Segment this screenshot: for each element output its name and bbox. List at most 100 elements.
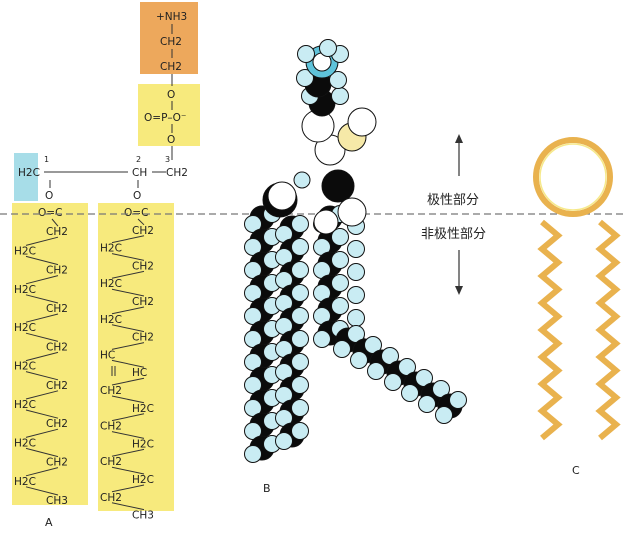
chain2-bond [111,324,145,333]
hydrogen-atom [291,353,309,371]
polar-label: 极性部分 [427,193,479,208]
hydrogen-atom [313,330,331,348]
chain2-unit: CH2 [100,456,122,468]
chain1-unit: H2C [14,322,36,334]
hydrogen-atom [293,171,311,189]
chain2-bond [111,466,145,475]
chain1-unit: H2C [14,245,36,257]
chain2-unit: HC [100,349,115,361]
glycerol-o2: O [133,190,141,202]
oxygen-atom [267,181,297,211]
hydrogen-atom [331,228,349,246]
chain2-bond [111,270,145,279]
hydrogen-atom [296,69,314,87]
chain2-unit: CH2 [100,385,122,397]
ammonium-text: +NH3 [156,11,187,23]
hydrogen-atom [401,384,419,402]
hydrogen-atom [291,215,309,233]
glycerol-num-1: 1 [44,155,49,164]
chain2-bond [111,484,145,493]
glycerol-c2: CH [132,167,147,179]
schematic-tails [537,219,621,441]
nonpolar-label: 非极性部分 [421,227,486,242]
chain1-unit: H2C [14,284,36,296]
chain2-bond [111,395,145,404]
hydrogen-atom [418,395,436,413]
hydrogen-atom [347,240,365,258]
chain2-unit: H2C [132,438,154,450]
chain2-bond [111,235,145,244]
hydrogen-atom [449,391,467,409]
hydrogen-atom [331,297,349,315]
chain2-unit: H2C [132,403,154,415]
chain1-bond [25,428,59,438]
glycerol-o1: O [45,190,53,202]
glycerol-c3: CH2 [166,167,188,179]
chain1-bond [25,486,59,496]
hydrogen-atom [331,274,349,292]
chain2-bond [111,448,145,457]
ch2-top-text: CH2 [160,36,182,48]
chain2-bond [111,288,145,297]
chain1-unit: CH2 [46,226,68,238]
oxygen-atom [313,209,339,235]
arrow-down-head [455,286,463,295]
hydrogen-atom [291,238,309,256]
chain2-bond [111,359,145,368]
hydrogen-atom [331,87,349,105]
chain1-unit: H2C [14,437,36,449]
chain2-unit: CH2 [132,332,154,344]
chain2-bond [111,431,145,439]
chain1-bond [25,467,59,477]
panel-b-label: B [263,482,271,495]
glycerol-num-3: 3 [165,155,170,164]
chain1-unit: CH2 [46,303,68,315]
chain1-unit: CH3 [46,495,68,507]
phosphate-box [138,84,200,146]
chain1-unit: CH2 [46,341,68,353]
chain2-unit: HC [132,367,147,379]
phosphate-text: O=P–O⁻ [144,112,186,124]
chain1-bond [25,255,59,266]
polar-head-ring-fill [539,143,607,211]
hydrogen-atom [367,362,385,380]
panel-c-label: C [572,464,580,477]
chain1-bond [25,390,59,400]
chain2-bond [111,253,145,261]
chain1-unit: H2C [14,361,36,373]
oxygen-atom [337,197,367,227]
panel-a-label: A [45,516,53,529]
chain2-bond [111,306,145,315]
chain-2-box [98,203,174,511]
hydrogen-atom [297,45,315,63]
glycerol-cyan-box [14,153,38,201]
chain-1: O=CCH2H2CCH2H2CCH2H2CCH2H2CCH2H2CCH2H2CC… [14,207,68,507]
hydrogen-atom [291,399,309,417]
chain2-unit: CH2 [100,421,122,433]
hydrogen-atom [291,376,309,394]
chain2-unit: CH2 [132,260,154,272]
hydrogen-atom [333,340,351,358]
chain2-unit: CH2 [132,225,154,237]
chain2-bond [111,502,145,511]
space-filling-model [244,39,467,463]
ch2-bottom-text: CH2 [160,61,182,73]
oxygen-atom [347,107,377,137]
hydrogen-atom [329,71,347,89]
chain1-bond [25,447,59,458]
choline-box [140,2,198,74]
hydrogen-atom [244,445,262,463]
glycerol-num-2: 2 [136,155,141,164]
chain1-bond [25,275,59,285]
hydrogen-atom [291,422,309,440]
hydrogen-atom [291,307,309,325]
chain1-unit: CH2 [46,380,68,392]
phosphate-o-bottom: O [167,134,175,146]
polar-head-ring [533,137,613,217]
schematic-tail-left [537,219,563,441]
chain1-bond [25,236,59,246]
chain-2: O=CCH2H2CCH2H2CCH2H2CCH2HCHCCH2H2CCH2H2C… [100,207,154,522]
chain1-bond [51,218,59,227]
